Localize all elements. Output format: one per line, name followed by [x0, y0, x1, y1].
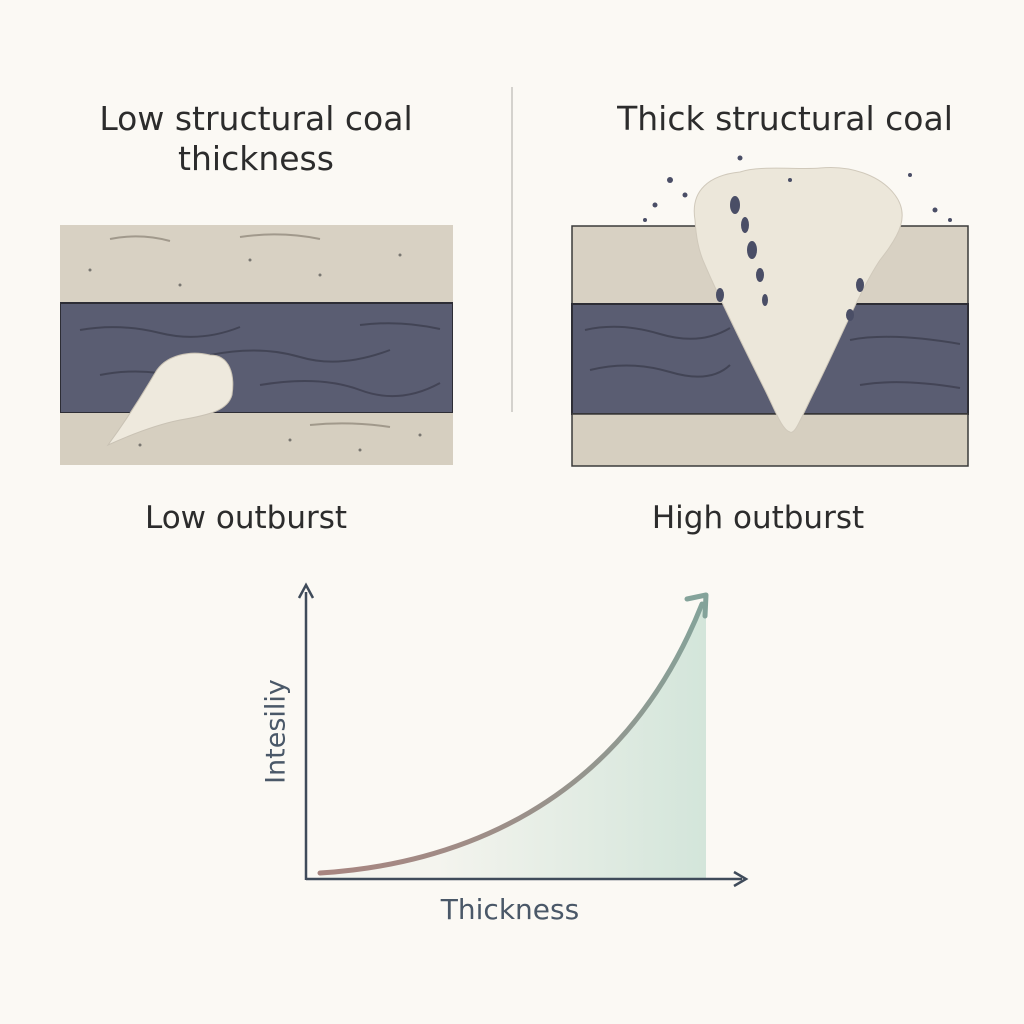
curve-arrowhead — [684, 592, 709, 619]
low-outburst-caption: Low outburst — [144, 500, 348, 536]
high-outburst-illustration — [571, 155, 969, 467]
x-axis-arrowhead — [733, 870, 749, 888]
right-panel-title: Thick structural coal — [617, 99, 953, 138]
low-outburst-illustration — [60, 225, 453, 465]
intensity-curve — [317, 601, 705, 876]
left-panel-title: Low structural coal thickness — [99, 99, 413, 178]
area-fill — [320, 600, 706, 878]
panel-divider — [511, 87, 513, 412]
x-axis-label: Thickness — [440, 893, 580, 926]
intensity-vs-thickness-chart — [297, 582, 749, 888]
large-outburst-cloud — [693, 166, 903, 433]
coal-seam — [60, 302, 453, 414]
y-axis-label: Intesiliy — [260, 679, 292, 784]
upper-rock-layer — [60, 225, 453, 303]
small-outburst-cloud — [106, 352, 234, 447]
high-outburst-caption: High outburst — [651, 500, 865, 536]
lower-rock-layer — [571, 413, 969, 467]
y-axis-arrowhead — [297, 582, 315, 599]
